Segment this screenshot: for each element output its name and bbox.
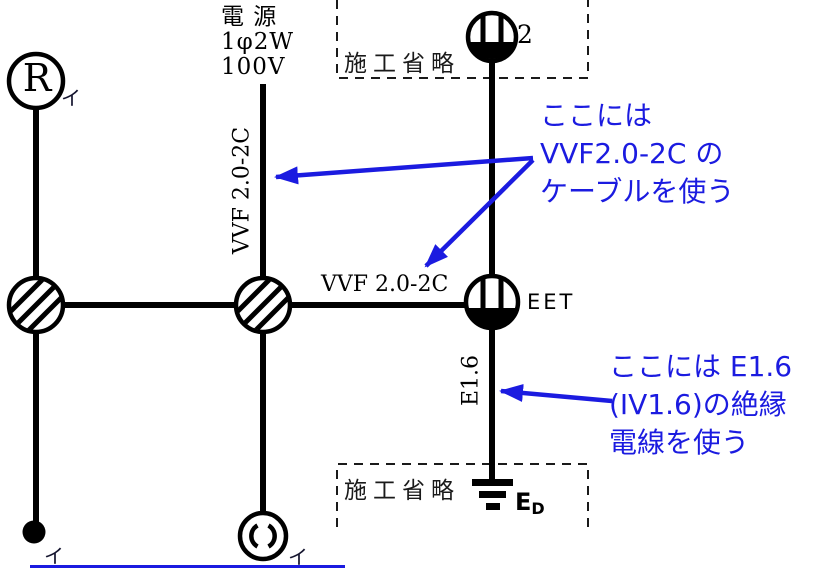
wire-note-line1: ここには E1.6 <box>609 350 793 383</box>
earth-label-main: E <box>515 488 532 516</box>
bottom-blue-line <box>30 565 345 568</box>
eet-outlet-label: EET <box>527 290 576 314</box>
lamp-circuit-mark: イ <box>61 86 81 110</box>
lamp-receptacle-symbol <box>6 51 66 111</box>
ground-symbol <box>472 479 513 510</box>
wire-note-line2: (IV1.6)の絶縁 <box>609 388 787 421</box>
power-phase: 1φ2W <box>221 29 295 55</box>
lamp-receptacle-letter: R <box>22 56 52 100</box>
omission-box-top <box>336 0 589 79</box>
arrow-to-branch-cable <box>424 158 535 268</box>
arrow-to-ground-wire <box>499 384 613 404</box>
power-source-label: 電 源 1φ2W 100V <box>221 5 294 80</box>
omission-label-bottom: 施工省略 <box>344 478 460 504</box>
switch-symbol <box>22 520 46 544</box>
earth-label-sub: D <box>531 499 545 518</box>
rosette-circuit-mark: イ <box>288 545 308 568</box>
outlet-quantity-label: 2 <box>517 20 533 49</box>
cable-note-line3: ケーブルを使う <box>540 175 735 208</box>
ground-wire-label: E1.6 <box>458 354 484 407</box>
cable-note-line1: ここには <box>540 99 653 132</box>
junction-box-middle <box>233 275 293 335</box>
wire-note-line3: 電線を使う <box>609 426 750 459</box>
branch-cable-label: VVF 2.0-2C <box>321 272 449 297</box>
outlet-symbol-top <box>465 10 519 64</box>
cable-note-line2: VVF2.0-2C の <box>540 137 724 170</box>
cable-note: ここには VVF2.0-2C の ケーブルを使う <box>540 97 734 211</box>
switch-circuit-mark: イ <box>44 544 64 568</box>
power-voltage: 100V <box>221 54 286 80</box>
junction-box-left <box>6 275 66 335</box>
arrow-to-source-cable <box>274 155 534 185</box>
omission-label-top: 施工省略 <box>344 51 460 77</box>
earth-label: ED <box>515 488 545 518</box>
wire-note: ここには E1.6 (IV1.6)の絶縁 電線を使う <box>609 348 792 462</box>
power-name: 電 源 <box>221 4 278 30</box>
outlet-symbol-eet <box>463 273 521 331</box>
source-cable-label: VVF 2.0-2C <box>229 126 255 255</box>
ceiling-rosette-symbol <box>237 510 289 562</box>
